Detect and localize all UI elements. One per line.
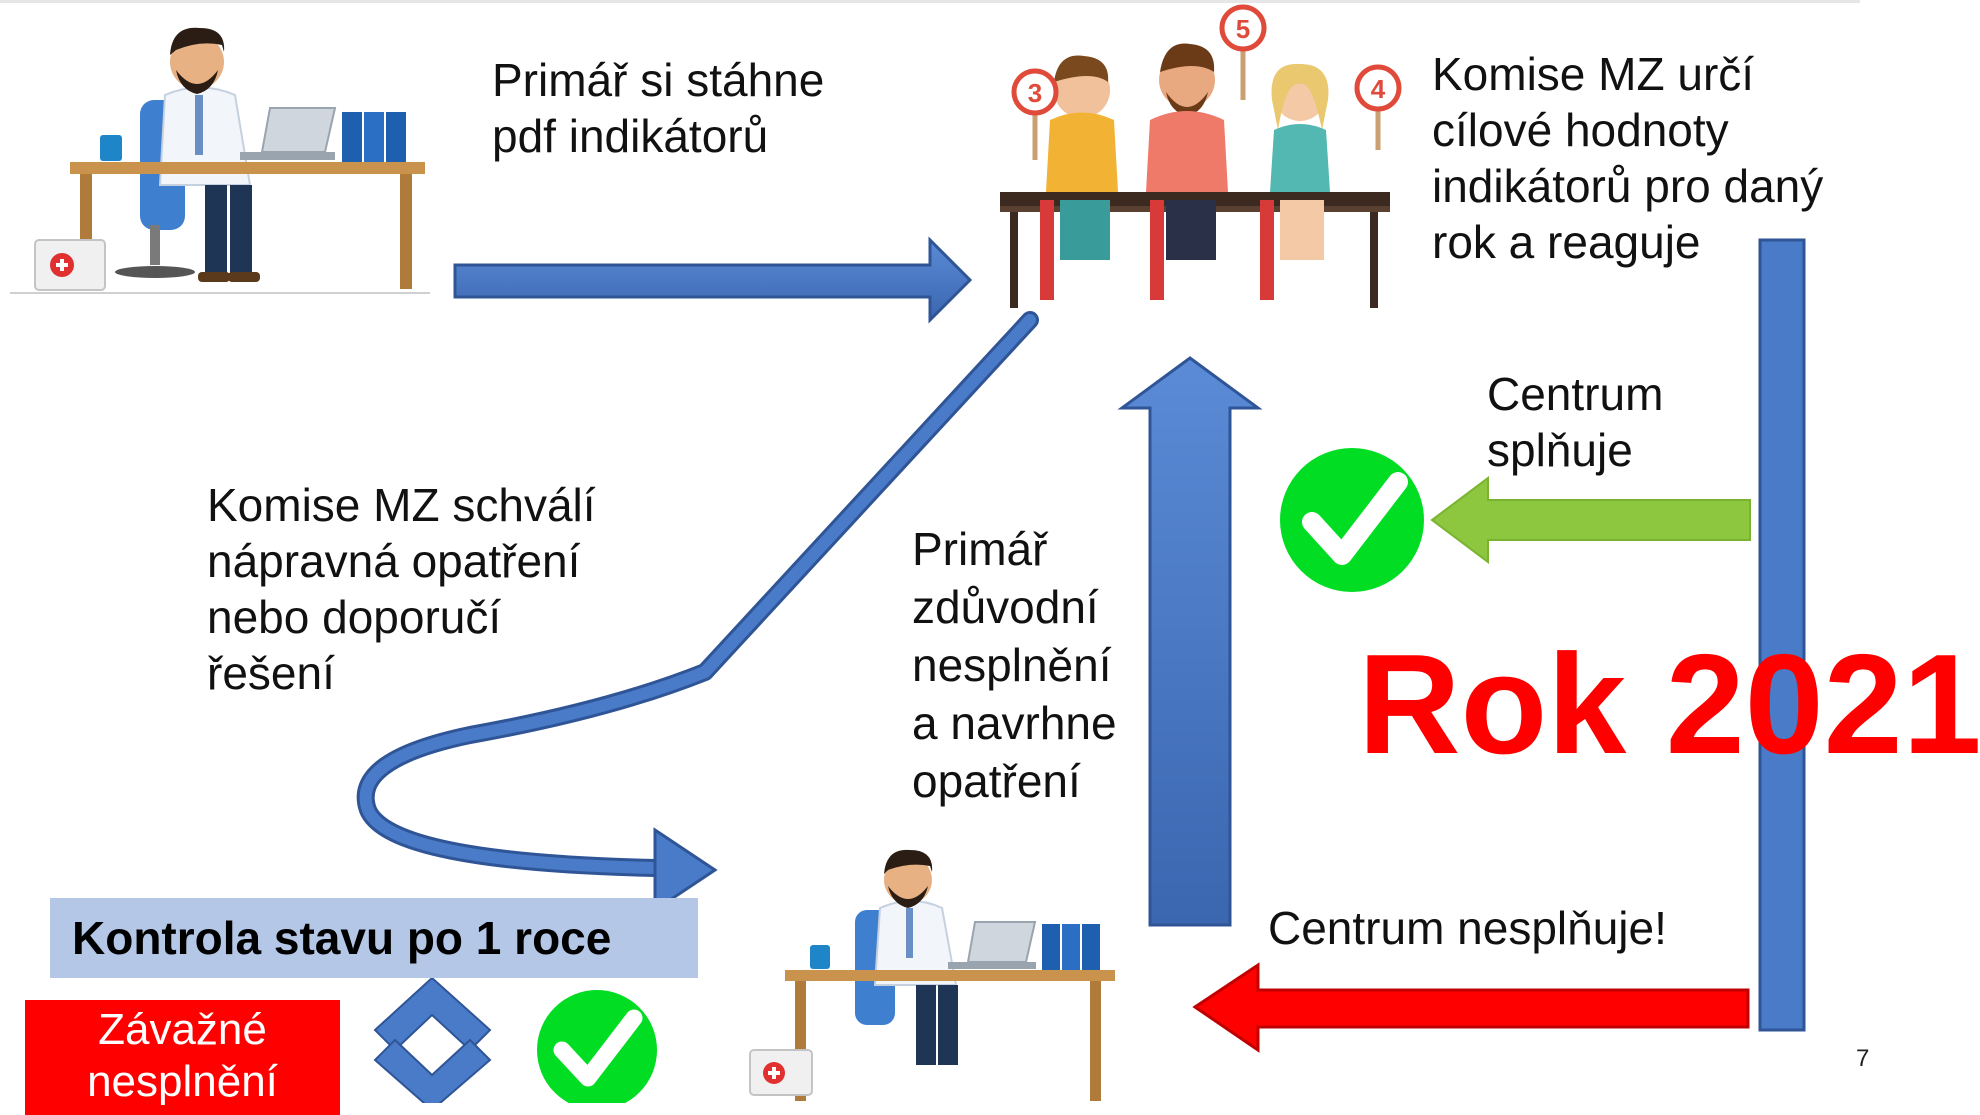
text-komise-urci: Komise MZ určí cílové hodnoty indikátorů… <box>1432 48 1824 268</box>
double-chevron-icon <box>373 976 492 1103</box>
page-number: 7 <box>1856 1045 1870 1072</box>
kontrola-box: Kontrola stavu po 1 roce <box>50 898 698 978</box>
score-card-3: 3 <box>1028 78 1042 108</box>
committee-judges-illustration: 3 5 4 <box>1000 4 1402 308</box>
right-vertical-connector <box>1758 238 1806 1032</box>
text-centrum-splnuje: Centrum splňuje <box>1487 368 1664 476</box>
text-centrum-nesplnuje: Centrum nesplňuje! <box>1268 902 1667 954</box>
doctor-at-desk-illustration-top <box>10 27 430 294</box>
arrow-up-to-committee <box>1117 356 1263 927</box>
checkmark-icon-splnuje <box>1280 448 1424 592</box>
arrow-curved-head <box>653 827 718 913</box>
text-primar-stahne: Primář si stáhne pdf indikátorů <box>492 54 825 162</box>
top-divider-line <box>0 0 1860 3</box>
arrow-red-nesplnuje <box>1192 962 1750 1053</box>
arrow-doctor-to-committee <box>453 236 973 324</box>
doctor-at-desk-illustration-bottom <box>749 849 1115 1101</box>
year-heading: Rok 2021 <box>1358 625 1980 784</box>
score-card-4: 4 <box>1371 74 1386 104</box>
text-komise-schvali: Komise MZ schválí nápravná opatření nebo… <box>207 479 596 699</box>
checkmark-icon-bottom <box>537 990 657 1103</box>
arrow-green-splnuje <box>1430 476 1751 564</box>
score-card-5: 5 <box>1236 14 1250 44</box>
zavazne-nesplneni-box: Závažné nesplnění <box>25 1000 340 1115</box>
text-primar-zduvodni: Primář zdůvodní nesplnění a navrhne opat… <box>912 523 1117 807</box>
